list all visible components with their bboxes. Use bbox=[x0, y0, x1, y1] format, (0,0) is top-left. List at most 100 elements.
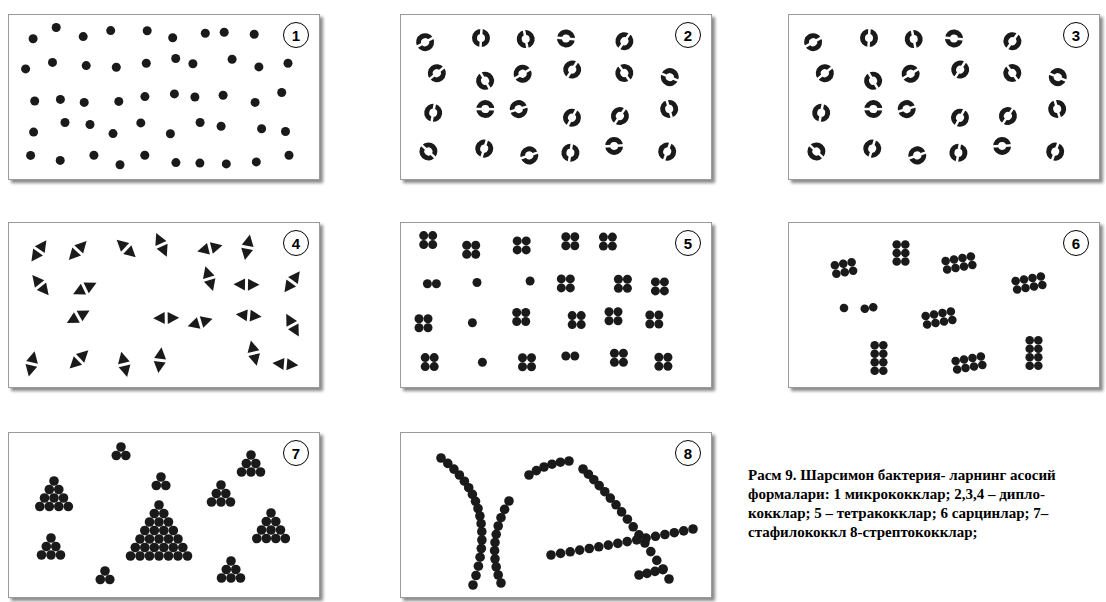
sarcina-cell bbox=[901, 240, 910, 249]
staphylococcus-cell bbox=[54, 502, 64, 512]
bacteria-illustration bbox=[789, 15, 1099, 179]
tetracoccus-cell bbox=[608, 233, 617, 242]
sarcina-cell bbox=[966, 252, 976, 262]
micrococcus bbox=[21, 64, 30, 73]
tetracoccus-cell bbox=[527, 353, 536, 362]
sarcina-cell bbox=[977, 360, 987, 370]
micrococcus bbox=[140, 151, 149, 160]
diplococcus-gap bbox=[519, 152, 540, 159]
diplococcus bbox=[950, 141, 966, 165]
lancet-diplococcus bbox=[200, 264, 219, 292]
tetracoccus-cell bbox=[605, 316, 614, 325]
sarcina-cell bbox=[879, 367, 888, 376]
tetracoccus-cell bbox=[566, 283, 575, 292]
diplococcus-gap bbox=[957, 142, 960, 164]
sarcina-packet bbox=[860, 302, 878, 313]
lancet-diplococcus bbox=[186, 313, 214, 332]
diplococcus-ring bbox=[563, 109, 581, 127]
micrococcus bbox=[170, 89, 179, 98]
staphylococcus-cell bbox=[266, 508, 276, 518]
tetracoccus-cell bbox=[570, 241, 579, 250]
tetracoccus-cell bbox=[605, 307, 614, 316]
diplococcus-gap bbox=[907, 152, 928, 159]
diplococcus bbox=[991, 139, 1014, 153]
sarcina-cell bbox=[1025, 353, 1034, 362]
staphylococcus-cell bbox=[173, 551, 183, 561]
bacteria-illustration bbox=[9, 223, 319, 387]
lancet-diplococcus bbox=[65, 346, 92, 373]
lancet-cell bbox=[37, 282, 54, 298]
callout-circle: 1 bbox=[283, 22, 309, 48]
lancet-diplococcus bbox=[272, 357, 299, 371]
tetracoccus-cell bbox=[522, 236, 531, 245]
sarcina-packet bbox=[941, 252, 978, 275]
micrococcus bbox=[196, 118, 205, 127]
sarcina-cell bbox=[870, 341, 879, 350]
streptococcus-cell bbox=[474, 561, 484, 571]
staphylococcus-cell bbox=[126, 551, 136, 561]
tetracoccus-cell bbox=[623, 275, 632, 284]
sarcina-cell bbox=[839, 303, 849, 313]
sarcina-cell bbox=[929, 310, 939, 320]
diplococcus bbox=[474, 68, 496, 94]
sarcina-cell bbox=[942, 264, 952, 274]
lancet-cell bbox=[248, 353, 262, 367]
diplococcus-gap bbox=[555, 38, 577, 40]
diplococcus-ring bbox=[1003, 32, 1021, 50]
diplococcus bbox=[561, 105, 583, 131]
streptococcus-cell bbox=[496, 578, 506, 588]
diplococcus bbox=[657, 67, 682, 88]
sarcina-cell bbox=[939, 317, 949, 327]
lancet-cell bbox=[23, 364, 37, 378]
tetracoccus-cell bbox=[424, 314, 433, 323]
callout-circle: 8 bbox=[675, 440, 701, 466]
staphylococcus-cell bbox=[281, 534, 291, 544]
diplococcus-gap bbox=[869, 138, 875, 159]
streptococcus-cell bbox=[471, 571, 481, 581]
micrococcus bbox=[106, 26, 115, 35]
micrococcus bbox=[116, 160, 125, 169]
diplococcus-gap bbox=[955, 108, 965, 127]
micrococcus bbox=[30, 97, 39, 106]
lancet-cell bbox=[200, 264, 215, 279]
tetracoccus-cell bbox=[660, 277, 669, 286]
diplococcus-gap bbox=[1054, 98, 1060, 119]
streptococcus-cell bbox=[688, 524, 698, 534]
diplococcus-gap bbox=[868, 71, 879, 90]
diplococcus-gap bbox=[816, 66, 833, 80]
staphylococcus-cell bbox=[246, 467, 256, 477]
diplococcus-gap bbox=[991, 145, 1013, 146]
lancet-diplococcus bbox=[70, 277, 99, 299]
streptococcus-cell bbox=[660, 530, 670, 540]
diplococcus-gap bbox=[868, 27, 869, 49]
tetracoccus-cell bbox=[577, 320, 586, 329]
staphylococcus-cell bbox=[46, 533, 56, 543]
micrococcus bbox=[171, 54, 180, 63]
diplococcus bbox=[510, 63, 536, 85]
diplococcus-gap bbox=[1002, 107, 1014, 125]
lancet-diplococcus bbox=[151, 231, 173, 260]
tetracoccus-cell bbox=[663, 362, 672, 371]
lancet-diplococcus bbox=[64, 305, 93, 328]
staphylococcus-cell bbox=[226, 573, 236, 583]
diplococcus-ring bbox=[611, 107, 629, 125]
staphylococcus-cell bbox=[116, 442, 126, 452]
staphylococcus-cell bbox=[37, 550, 47, 560]
streptococcus-cell bbox=[634, 570, 644, 580]
tetracoccus-cell bbox=[521, 317, 530, 326]
staphylococcus-cell bbox=[251, 459, 261, 469]
bacteria-illustration bbox=[401, 223, 711, 387]
callout-number: 1 bbox=[292, 27, 300, 44]
diplococcus-gap bbox=[618, 64, 631, 82]
sarcina-cell bbox=[1034, 336, 1043, 345]
tetracoccus-cell bbox=[428, 231, 437, 240]
tetracoccus-cell bbox=[619, 349, 628, 358]
streptococcus-cell bbox=[504, 496, 514, 506]
sarcina-cell bbox=[959, 262, 969, 272]
staphylococcus-cell bbox=[217, 573, 227, 583]
staphylococcus-cell bbox=[252, 534, 262, 544]
lancet-diplococcus bbox=[28, 271, 54, 299]
diplococcus bbox=[804, 139, 829, 164]
streptococcus-cell bbox=[547, 459, 557, 469]
staphylococcus-cell bbox=[150, 526, 160, 536]
